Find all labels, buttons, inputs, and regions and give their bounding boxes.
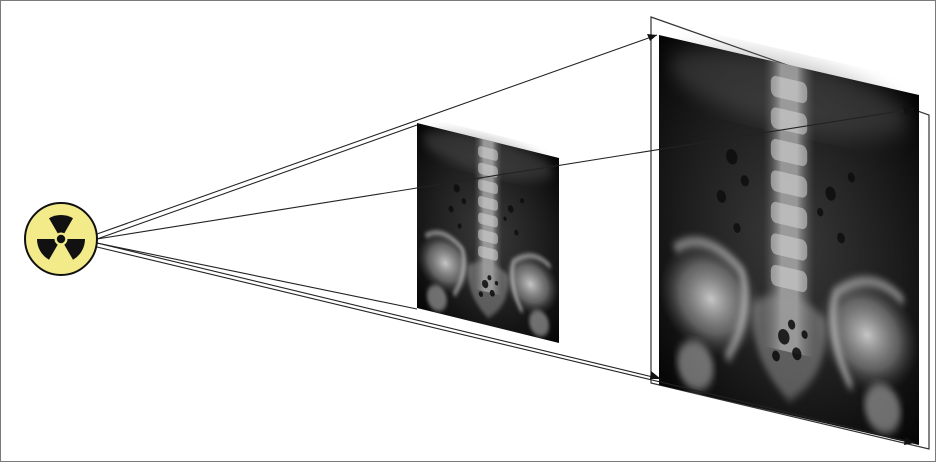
small-xray-image: [417, 119, 559, 343]
radiation-source-icon: [25, 203, 97, 275]
large-xray-image: [659, 28, 919, 445]
